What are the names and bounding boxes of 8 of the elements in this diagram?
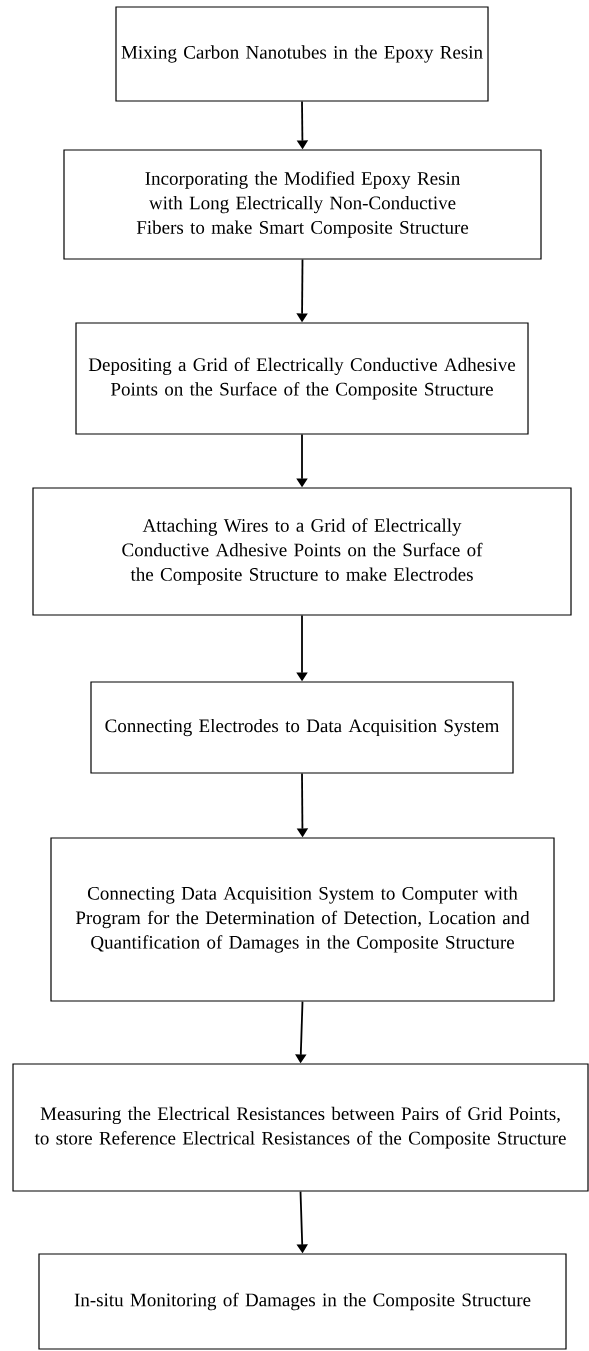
process-box: Attaching Wires to a Grid of Electrically Conductive Adhesive Points on the Surface of the Composite Structure to make Electrodes [32, 487, 572, 616]
process-box: Depositing a Grid of Electrically Conductive Adhesive Points on the Surface of the Composite Structure [75, 322, 529, 435]
process-box: In-situ Monitoring of Damages in the Composite Structure [38, 1253, 567, 1350]
process-box: Mixing Carbon Nanotubes in the Epoxy Resin [115, 6, 489, 102]
process-box: Connecting Data Acquisition System to Computer with Program for the Determination of Detection, Location and Quantification of Damages in the Composite Structure [50, 837, 555, 1002]
process-box: Incorporating the Modified Epoxy Resin with Long Electrically Non-Conductive Fibers to make Smart Composite Structure [63, 149, 542, 260]
process-box: Measuring the Electrical Resistances between Pairs of Grid Points, to store Reference Electrical Resistances of the Composite Structure [12, 1063, 589, 1192]
process-box: Connecting Electrodes to Data Acquisition System [90, 681, 514, 774]
